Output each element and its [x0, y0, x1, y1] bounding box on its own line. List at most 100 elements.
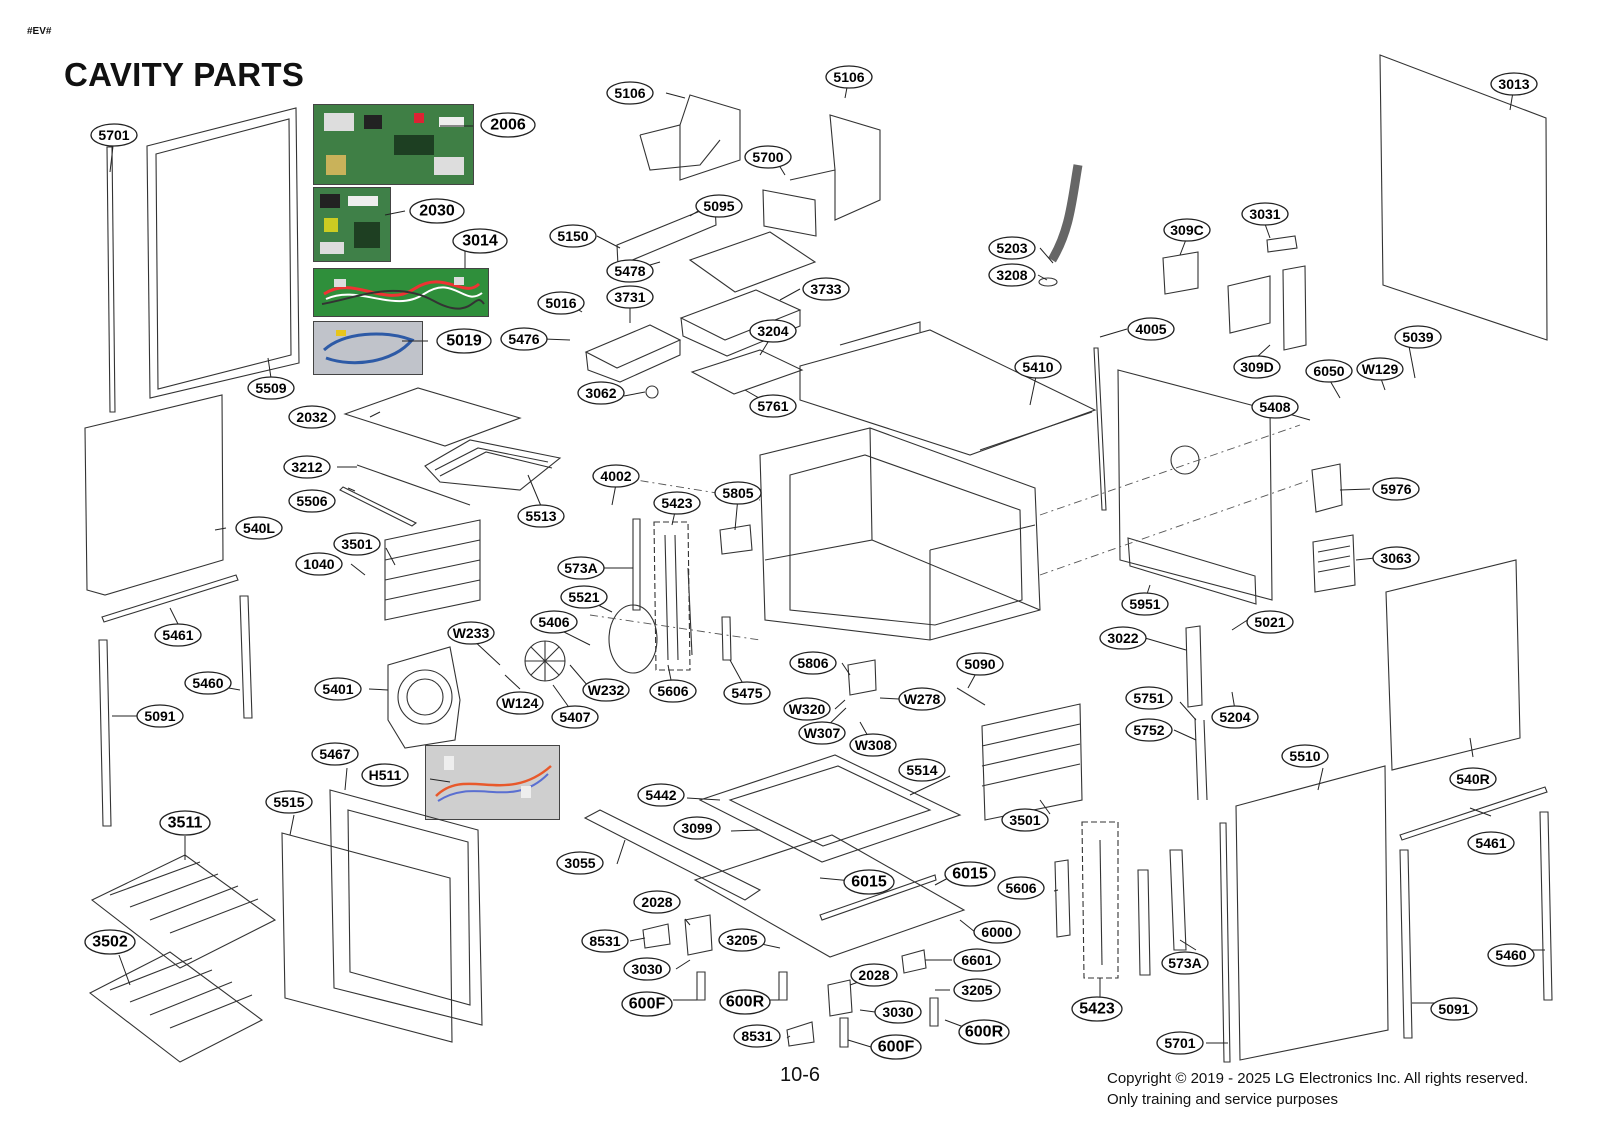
- svg-text:2032: 2032: [296, 409, 327, 425]
- svg-text:5701: 5701: [1164, 1035, 1195, 1051]
- callout-3511: 3511: [159, 810, 211, 836]
- bracket-5951: [1127, 537, 1257, 605]
- svg-text:3212: 3212: [291, 459, 322, 475]
- svg-text:5805: 5805: [722, 485, 753, 501]
- part-5805: [719, 524, 753, 555]
- callout-5752: 5752: [1125, 718, 1173, 742]
- callout-H511: H511: [361, 763, 409, 787]
- strip-5460-right: [1539, 811, 1553, 1001]
- rail-3055: [583, 809, 762, 901]
- pcb-illustration: [314, 105, 473, 184]
- callout-5606-right: 5606: [997, 876, 1045, 900]
- svg-text:5442: 5442: [645, 787, 676, 803]
- foot-600F-b: [839, 1017, 849, 1048]
- plate-5761: [690, 349, 804, 395]
- svg-text:3205: 3205: [726, 932, 757, 948]
- callout-540R: 540R: [1449, 767, 1497, 791]
- svg-text:5606: 5606: [1005, 880, 1036, 896]
- callout-5203: 5203: [988, 236, 1036, 260]
- svg-text:5016: 5016: [545, 295, 576, 311]
- callout-5461-left: 5461: [154, 623, 202, 647]
- callout-3030-a: 3030: [623, 957, 671, 981]
- callout-W233: W233: [447, 621, 495, 645]
- vent-3063: [1312, 534, 1356, 593]
- svg-text:W278: W278: [904, 691, 941, 707]
- svg-text:5461: 5461: [162, 627, 193, 643]
- svg-text:5408: 5408: [1259, 399, 1290, 415]
- bracket-5700: [762, 189, 817, 237]
- svg-text:5091: 5091: [144, 708, 175, 724]
- svg-text:W124: W124: [502, 695, 539, 711]
- duct-5410: [799, 329, 1097, 456]
- part-5606-right: [1054, 859, 1071, 938]
- callout-5204: 5204: [1211, 705, 1259, 729]
- svg-text:3030: 3030: [631, 961, 662, 977]
- callout-5106-a: 5106: [606, 81, 654, 105]
- box-3731: [584, 324, 682, 383]
- callout-2032: 2032: [288, 405, 336, 429]
- svg-text:540R: 540R: [1456, 771, 1489, 787]
- svg-text:3205: 3205: [961, 982, 992, 998]
- svg-text:5090: 5090: [964, 656, 995, 672]
- svg-text:5091: 5091: [1438, 1001, 1469, 1017]
- svg-text:309D: 309D: [1240, 359, 1273, 375]
- part-2028-a: [684, 914, 713, 956]
- svg-text:5951: 5951: [1129, 596, 1160, 612]
- svg-text:5515: 5515: [273, 794, 304, 810]
- svg-text:5509: 5509: [255, 380, 286, 396]
- callout-5521: 5521: [560, 585, 608, 609]
- callout-5406: 5406: [530, 610, 578, 634]
- callout-3208: 3208: [988, 263, 1036, 287]
- callout-5408: 5408: [1251, 395, 1299, 419]
- callout-5401: 5401: [314, 677, 362, 701]
- foot-600R-a: [778, 971, 788, 1001]
- sensor-photo-5019: [313, 321, 423, 375]
- callout-600R-b: 600R: [958, 1019, 1010, 1045]
- bracket-573A-right: [1169, 849, 1187, 951]
- part-309D-plate: [1282, 265, 1307, 351]
- svg-text:5476: 5476: [508, 331, 539, 347]
- svg-text:5510: 5510: [1289, 748, 1320, 764]
- strip-6015: [819, 874, 937, 921]
- callout-3212: 3212: [283, 455, 331, 479]
- door-panel-5510: [1235, 765, 1389, 1061]
- callout-W232: W232: [582, 678, 630, 702]
- callout-W307: W307: [798, 721, 846, 745]
- door-panel-5509: [146, 107, 300, 399]
- svg-text:1040: 1040: [303, 556, 334, 572]
- svg-text:5406: 5406: [538, 614, 569, 630]
- svg-text:6015: 6015: [952, 866, 988, 883]
- panel-2032: [343, 387, 522, 447]
- rack-3501-left: [384, 519, 481, 621]
- callout-W278: W278: [898, 687, 946, 711]
- callout-3205-a: 3205: [718, 928, 766, 952]
- part-5976: [1311, 463, 1343, 513]
- callout-labels: 5701 2006 2030 3014 5019 5509 2032 3212 …: [84, 65, 1538, 1060]
- svg-text:5467: 5467: [319, 746, 350, 762]
- plate-5150: [616, 204, 717, 267]
- svg-text:5475: 5475: [731, 685, 762, 701]
- svg-text:2006: 2006: [490, 117, 526, 134]
- callout-2028-b: 2028: [850, 963, 898, 987]
- svg-text:W233: W233: [453, 625, 490, 641]
- svg-text:4005: 4005: [1135, 321, 1166, 337]
- back-panel-3013: [1379, 54, 1548, 341]
- callout-5423-top: 5423: [653, 491, 701, 515]
- svg-text:600R: 600R: [965, 1024, 1004, 1041]
- callout-5510: 5510: [1281, 744, 1329, 768]
- box-3733: [679, 289, 802, 357]
- callout-2006: 2006: [480, 112, 536, 138]
- svg-text:5806: 5806: [797, 655, 828, 671]
- bracket-5106-b: [789, 114, 881, 221]
- copyright-notice: Copyright © 2019 - 2025 LG Electronics I…: [1107, 1068, 1528, 1110]
- callout-5423-bottom: 5423: [1071, 996, 1123, 1022]
- group-outline-5423: [653, 521, 691, 671]
- part-309D: [1227, 275, 1271, 334]
- side-panel-540R: [1385, 559, 1521, 771]
- callout-3205-b: 3205: [953, 978, 1001, 1002]
- svg-text:6601: 6601: [961, 952, 992, 968]
- callout-3731: 3731: [606, 285, 654, 309]
- svg-text:600F: 600F: [629, 996, 666, 1013]
- svg-text:5095: 5095: [703, 198, 734, 214]
